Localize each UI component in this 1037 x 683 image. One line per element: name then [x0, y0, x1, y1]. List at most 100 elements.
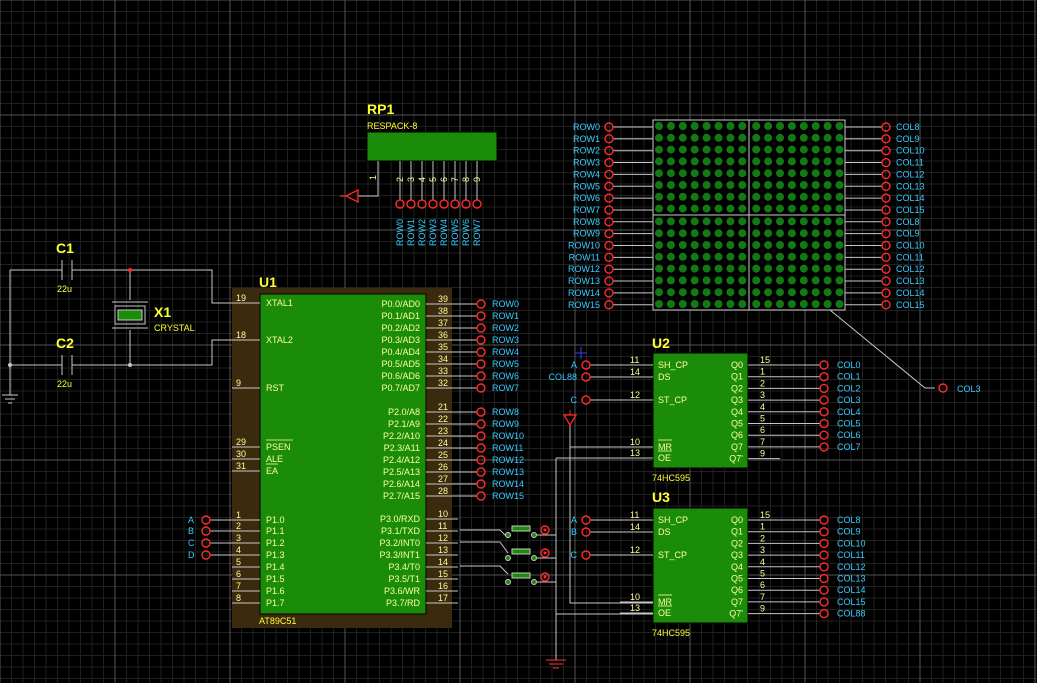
u1-right-terminal[interactable] [476, 479, 486, 489]
matrix-row-terminal[interactable] [604, 276, 614, 286]
u3-left-terminal[interactable] [581, 515, 591, 525]
led-matrix[interactable]: ROW0ROW1ROW2ROW3ROW4ROW5ROW6ROW7ROW8ROW9… [568, 119, 981, 394]
u3-left-terminal[interactable] [581, 527, 591, 537]
u2-pin-name: Q1 [731, 372, 743, 382]
led-dot [702, 181, 711, 189]
u1-left-terminal[interactable] [201, 515, 211, 525]
matrix-row-terminal[interactable] [604, 181, 614, 191]
matrix-row-terminal[interactable] [604, 217, 614, 227]
matrix-col-terminal[interactable] [881, 217, 891, 227]
matrix-row-terminal[interactable] [604, 288, 614, 298]
matrix-col-terminal[interactable] [881, 157, 891, 168]
u1-right-terminal[interactable] [476, 467, 486, 477]
rp1-respack[interactable]: RP1 RESPACK-8 1 2ROW03ROW14ROW25ROW36ROW… [340, 101, 498, 246]
u2-right-terminal[interactable] [819, 360, 829, 370]
u2-left-terminal[interactable] [581, 372, 591, 382]
u1-right-terminal[interactable] [476, 359, 486, 369]
u1-right-terminal[interactable] [476, 323, 486, 333]
u2-right-terminal[interactable] [819, 407, 829, 417]
matrix-col-terminal[interactable] [881, 169, 891, 180]
u1-right-terminal[interactable] [476, 491, 486, 501]
matrix-col-terminal[interactable] [881, 193, 891, 203]
u2-right-terminal[interactable] [819, 430, 829, 440]
u1-right-terminal[interactable] [476, 371, 486, 381]
u3-right-terminal[interactable] [819, 515, 829, 525]
u2-right-terminal[interactable] [819, 442, 829, 452]
u3-pin-name: Q5 [731, 574, 743, 584]
u3-left-terminal[interactable] [581, 550, 591, 560]
rp1-terminal[interactable] [417, 199, 427, 209]
u3-right-terminal[interactable] [819, 608, 829, 619]
u1-right-terminal[interactable] [476, 431, 486, 441]
u3-right-terminal[interactable] [819, 550, 829, 560]
u2-right-terminal[interactable] [819, 383, 829, 394]
u2-right-terminal[interactable] [819, 372, 829, 382]
led-dot [714, 264, 723, 273]
u1-right-terminal[interactable] [476, 443, 486, 453]
matrix-row-terminal[interactable] [604, 205, 614, 215]
u3-right-terminal[interactable] [819, 585, 829, 595]
u2-left-terminal[interactable] [581, 395, 591, 405]
matrix-col-terminal[interactable] [881, 252, 891, 263]
push-button[interactable] [511, 525, 531, 532]
u1-right-terminal[interactable] [476, 455, 486, 465]
matrix-row-terminal[interactable] [604, 193, 614, 203]
push-button[interactable] [511, 572, 531, 579]
rp1-terminal[interactable] [461, 199, 471, 209]
u1-left-terminal[interactable] [201, 538, 211, 548]
push-button[interactable] [511, 548, 531, 555]
matrix-row-terminal[interactable] [604, 252, 614, 263]
matrix-col-terminal[interactable] [881, 228, 891, 239]
matrix-col-terminal[interactable] [881, 288, 891, 298]
matrix-row-terminal[interactable] [604, 264, 614, 274]
u1-left-terminal[interactable] [201, 550, 211, 560]
rp1-terminal[interactable] [450, 199, 460, 209]
matrix-row-terminal[interactable] [604, 240, 614, 251]
matrix-row-terminal[interactable] [604, 145, 614, 156]
u1-right-terminal[interactable] [476, 347, 486, 357]
u2-right-terminal[interactable] [819, 418, 829, 429]
rp1-terminal[interactable] [395, 199, 405, 209]
matrix-col-terminal[interactable] [881, 300, 891, 310]
matrix-col-terminal[interactable] [881, 134, 891, 144]
matrix-row-terminal[interactable] [604, 300, 614, 310]
matrix-row-terminal[interactable] [604, 169, 614, 180]
oscillator-circuit[interactable]: C1 22u C2 22u X1 CRYSTAL [2, 240, 240, 404]
u1-right-terminal[interactable] [476, 335, 486, 345]
u2-right-terminal[interactable] [819, 395, 829, 405]
matrix-row-terminal[interactable] [604, 157, 614, 168]
u3-right-terminal[interactable] [819, 538, 829, 549]
u3-right-terminal[interactable] [819, 573, 829, 584]
u1-right-terminal[interactable] [476, 299, 486, 309]
u1-left-terminal[interactable] [201, 526, 211, 536]
led-dot [835, 204, 844, 213]
matrix-col-terminal[interactable] [881, 145, 891, 156]
u1-right-terminal[interactable] [476, 383, 486, 393]
u3-right-terminal[interactable] [819, 597, 829, 607]
matrix-row-terminal[interactable] [604, 228, 614, 239]
rp1-terminal[interactable] [472, 199, 482, 209]
matrix-col-terminal[interactable] [881, 205, 891, 215]
matrix-row-terminal[interactable] [604, 122, 614, 132]
matrix-col-terminal[interactable] [881, 240, 891, 251]
rp1-terminal[interactable] [428, 199, 438, 209]
u1-right-terminal[interactable] [476, 311, 486, 321]
matrix-row-terminal[interactable] [604, 134, 614, 144]
u2-left-terminal[interactable] [581, 360, 591, 370]
rp1-terminal[interactable] [406, 199, 416, 209]
matrix-col-terminal[interactable] [881, 181, 891, 191]
u1-right-terminal[interactable] [476, 419, 486, 429]
u3-right-terminal[interactable] [819, 562, 829, 572]
rp1-terminal[interactable] [439, 199, 449, 209]
matrix-col-terminal[interactable] [881, 264, 891, 274]
led-dot [752, 204, 761, 213]
u3-right-terminal[interactable] [819, 527, 829, 537]
matrix-col-terminal[interactable] [881, 122, 891, 132]
matrix-col-terminal[interactable] [881, 276, 891, 286]
push-buttons[interactable] [460, 525, 566, 669]
u1-right-terminal[interactable] [476, 407, 486, 417]
